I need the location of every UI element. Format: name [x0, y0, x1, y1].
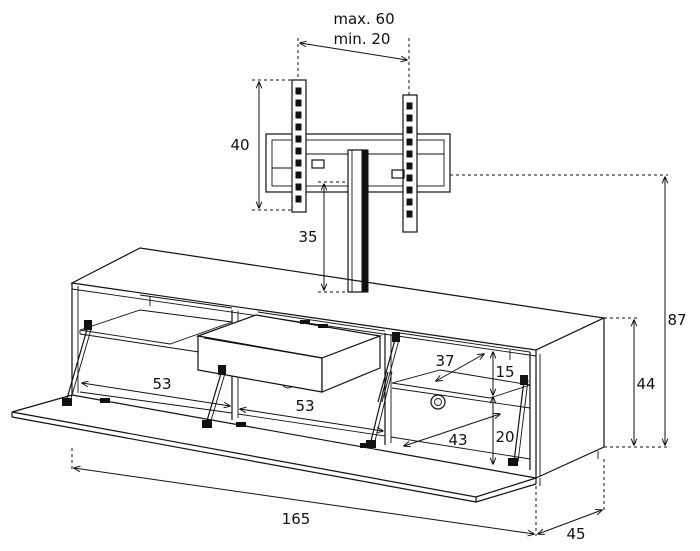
cable-hole-right	[430, 394, 446, 410]
cabinet-side	[535, 317, 605, 479]
label-lower-shelf-height: 20	[495, 428, 514, 446]
label-total-height: 87	[667, 311, 686, 329]
label-depth: 45	[566, 525, 585, 543]
label-cabinet-height: 44	[636, 375, 655, 393]
label-column-height: 35	[298, 228, 317, 246]
label-compartment-depth: 37	[435, 352, 454, 370]
cabinet	[11, 247, 607, 503]
label-left-compartment-width: 53	[152, 375, 171, 393]
label-right-compartment-width: 43	[448, 431, 467, 449]
dimension-labels: max. 60 min. 20 40 35 87 44 53 53 37 15 …	[152, 10, 686, 543]
label-center-compartment-width: 53	[295, 397, 314, 415]
label-bracket-min: min. 20	[334, 30, 391, 48]
label-upper-shelf-height: 15	[495, 363, 514, 381]
open-drawer	[195, 314, 383, 393]
label-bracket-height: 40	[230, 136, 249, 154]
tv-mount-bracket	[265, 79, 451, 293]
label-total-width: 165	[282, 510, 311, 528]
dimension-lines	[71, 38, 668, 536]
label-bracket-max: max. 60	[333, 10, 394, 28]
